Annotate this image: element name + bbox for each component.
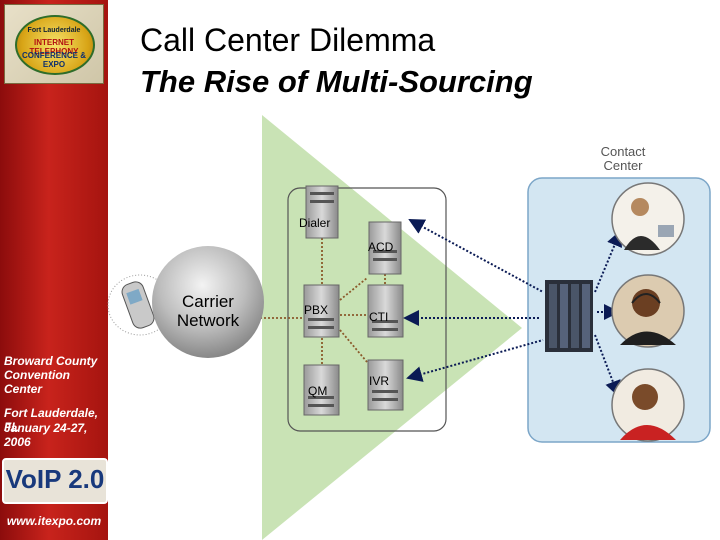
server-icon-acd — [368, 221, 402, 275]
server-icon-ivr — [367, 359, 404, 411]
server-icon-dialer — [305, 185, 339, 239]
call-agent-photo-1 — [611, 182, 685, 256]
call-agent-photo-2 — [611, 274, 685, 348]
venue-text: Broward County Convention Center — [4, 354, 98, 396]
pbx-label: PBX — [304, 303, 329, 317]
contact-center-label: Contact Center — [600, 144, 646, 173]
logo-badge — [15, 15, 95, 75]
call-agent-photo-3 — [611, 368, 685, 442]
carrier-network-node — [152, 246, 264, 358]
acd-label: ACD — [368, 240, 394, 254]
dialer-label: Dialer — [299, 216, 331, 230]
logo-line-2: INTERNET TELEPHONY — [29, 38, 79, 56]
voip-badge-text: VoIP 2.0 — [5, 464, 105, 494]
carrier-network-label: Carrier Network — [176, 292, 240, 330]
qm-label: QM — [308, 384, 328, 398]
server-icon-pbx — [303, 284, 340, 338]
voip-badge: VoIP 2.0 — [2, 458, 108, 504]
slide-subtitle: The Rise of Multi-Sourcing — [140, 64, 533, 99]
logo-line-1: Fort Lauderdale — [27, 27, 81, 34]
server-icon-cti — [367, 284, 404, 338]
event-sidebar: Fort Lauderdale INTERNET TELEPHONY CONFE… — [0, 0, 108, 540]
logo-line-3: CONFERENCE & EXPO — [21, 51, 86, 69]
server-icon-qm — [303, 364, 340, 416]
dates-text: January 24-27, 2006 — [4, 421, 88, 449]
server-cluster-box — [287, 187, 447, 432]
server-rack-icon — [545, 280, 593, 352]
website-link[interactable]: www.itexpo.com — [6, 514, 102, 528]
event-logo: Fort Lauderdale INTERNET TELEPHONY CONFE… — [4, 4, 104, 84]
cti-label: CTI — [369, 310, 389, 324]
location-text: Fort Lauderdale, FL — [4, 406, 99, 434]
ivr-label: IVR — [369, 374, 390, 388]
server-connectors — [260, 238, 386, 365]
slide-title: Call Center Dilemma — [140, 22, 436, 58]
